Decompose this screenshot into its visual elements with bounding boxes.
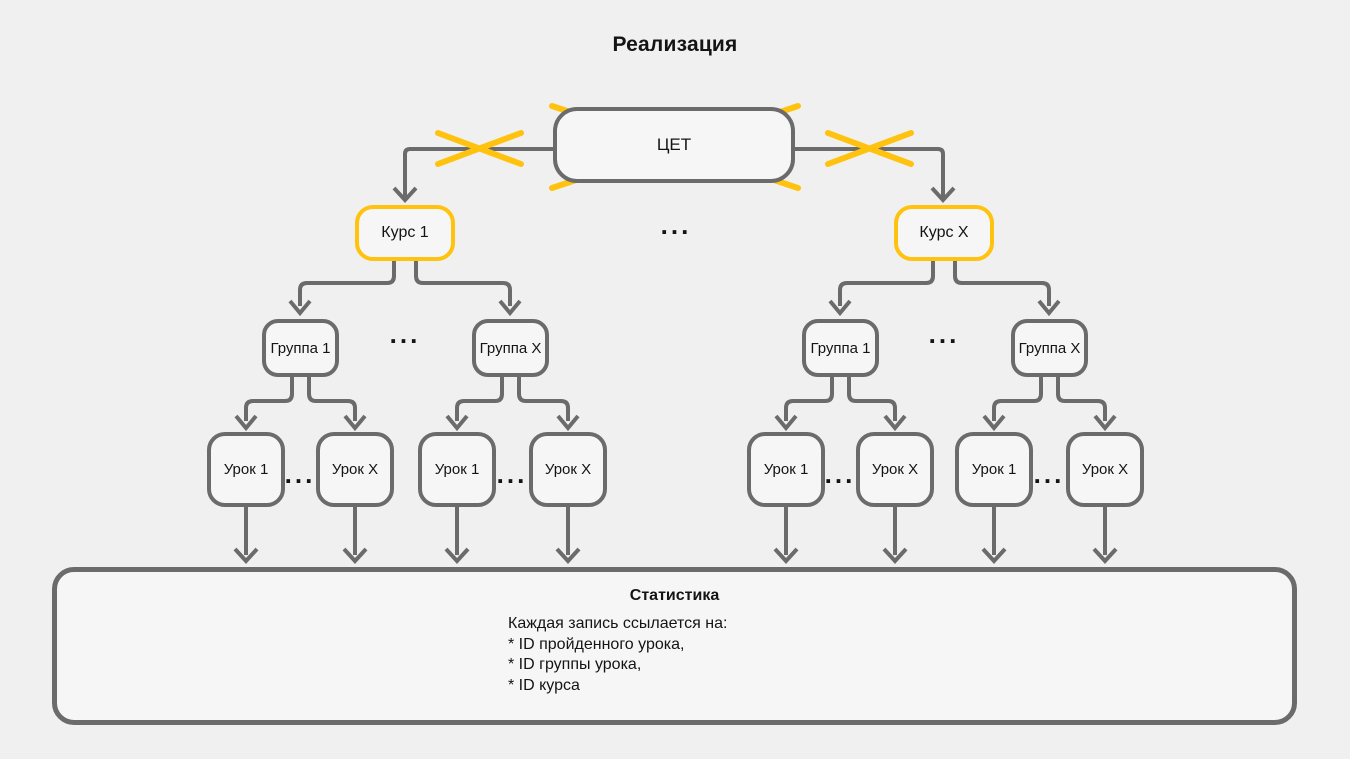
node-lesson-x: Урок X (856, 432, 934, 507)
ellipsis-groups-right: ... (928, 319, 960, 349)
node-lesson-1: Урок 1 (955, 432, 1033, 507)
node-lesson-x: Урок X (316, 432, 394, 507)
diagram-title: Реализация (612, 33, 738, 56)
statistics-item: * ID группы урока, (508, 656, 642, 673)
node-lesson-x: Урок X (1066, 432, 1144, 507)
node-root-cet: ЦЕТ (553, 107, 795, 183)
ellipsis-lessons: ... (496, 459, 528, 489)
ellipsis-lessons: ... (824, 459, 856, 489)
ellipsis-lessons: ... (284, 459, 316, 489)
node-group-x-left: Группа X (472, 319, 549, 377)
ellipsis-courses: ... (660, 210, 692, 240)
statistics-intro: Каждая запись ссылается на: (508, 615, 728, 632)
node-course-x: Курс X (894, 205, 994, 261)
node-course-1: Курс 1 (355, 205, 455, 261)
statistics-description: Каждая запись ссылается на: * ID пройден… (508, 614, 727, 696)
node-lesson-1: Урок 1 (207, 432, 285, 507)
node-lesson-x: Урок X (529, 432, 607, 507)
node-lesson-1: Урок 1 (418, 432, 496, 507)
node-group-1-left: Группа 1 (262, 319, 339, 377)
statistics-box: Статистика Каждая запись ссылается на: *… (52, 567, 1297, 725)
statistics-item: * ID пройденного урока, (508, 635, 685, 653)
statistics-item: * ID курса (508, 676, 580, 694)
ellipsis-groups-left: ... (389, 319, 421, 349)
node-lesson-1: Урок 1 (747, 432, 825, 507)
node-group-x-right: Группа X (1011, 319, 1088, 377)
ellipsis-lessons: ... (1033, 459, 1065, 489)
node-group-1-right: Группа 1 (802, 319, 879, 377)
statistics-title: Статистика (629, 587, 720, 604)
